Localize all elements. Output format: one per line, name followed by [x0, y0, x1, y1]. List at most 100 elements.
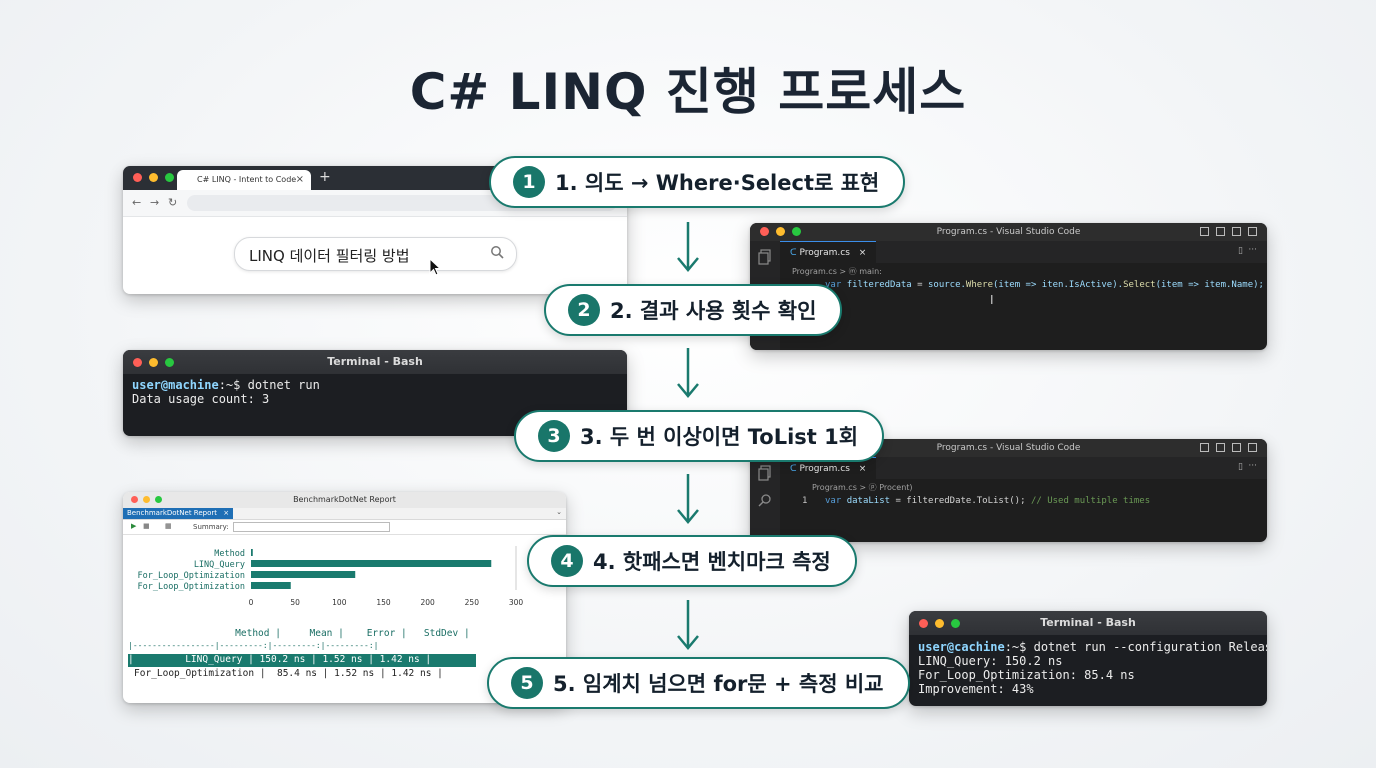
run-icon[interactable]: ▶	[131, 522, 137, 530]
bar	[251, 560, 492, 567]
customize-layout-icon[interactable]	[1248, 443, 1257, 452]
minimize-window-button[interactable]	[776, 227, 785, 236]
close-window-button[interactable]	[133, 358, 142, 367]
x-tick-label: 200	[421, 598, 436, 607]
new-tab-button[interactable]: +	[319, 169, 331, 185]
window-controls	[919, 619, 960, 628]
reload-icon[interactable]: ↻	[168, 196, 178, 209]
toggle-panel-icon[interactable]	[1216, 443, 1225, 452]
step-5-pill: 5 5. 임계치 넘으면 for문 + 측정 비교	[487, 657, 910, 709]
minimize-window-button[interactable]	[935, 619, 944, 628]
customize-layout-icon[interactable]	[1248, 227, 1257, 236]
terminal-output-line: For_Loop_Optimization: 85.4 ns	[918, 668, 1135, 682]
maximize-window-button[interactable]	[951, 619, 960, 628]
toggle-sidebar-icon[interactable]	[1200, 443, 1209, 452]
page-title: C# LINQ 진행 프로세스	[409, 63, 967, 121]
benchmark-title: BenchmarkDotNet Report	[293, 495, 396, 504]
split-editor-icon[interactable]: ▯	[1238, 462, 1243, 472]
stop-icon[interactable]: ■	[143, 522, 150, 530]
window-controls	[133, 358, 174, 367]
step-number-badge: 3	[538, 420, 570, 452]
table-row[interactable]: For_Loop_Optimization | 85.4 ns | 1.52 n…	[134, 668, 443, 679]
tab-label: Program.cs	[799, 464, 850, 474]
close-window-button[interactable]	[131, 496, 138, 503]
editor-tabs: ᑕ Program.cs × ▯ ···	[780, 241, 1267, 264]
maximize-window-button[interactable]	[165, 358, 174, 367]
csharp-file-icon: ᑕ	[790, 464, 800, 474]
search-box[interactable]: LINQ 데이터 필터링 방법	[234, 237, 517, 271]
step-label: 1. 의도 → Where·Select로 표현	[555, 171, 880, 195]
search-icon[interactable]	[490, 245, 504, 259]
close-window-button[interactable]	[133, 173, 142, 182]
close-window-button[interactable]	[919, 619, 928, 628]
bar-label: LINQ_Query	[194, 560, 245, 570]
tab-program-cs[interactable]: ᑕ Program.cs ×	[780, 241, 877, 264]
browser-tab[interactable]: C# LINQ - Intent to Code ×	[177, 170, 311, 190]
benchmark-window: BenchmarkDotNet Report BenchmarkDotNet R…	[123, 492, 566, 703]
toggle-panel-icon[interactable]	[1216, 227, 1225, 236]
x-tick-label: 100	[332, 598, 347, 607]
close-tab-icon[interactable]: ×	[858, 464, 867, 474]
close-window-button[interactable]	[760, 227, 769, 236]
search-input[interactable]: LINQ 데이터 필터링 방법	[249, 247, 410, 265]
more-actions-icon[interactable]: ···	[1248, 245, 1257, 255]
maximize-window-button[interactable]	[792, 227, 801, 236]
terminal-title: Terminal - Bash	[327, 355, 423, 368]
close-tab-icon[interactable]: ×	[295, 174, 304, 185]
x-tick-label: 300	[509, 598, 524, 607]
back-icon[interactable]: ←	[132, 196, 142, 209]
step-number-badge: 5	[511, 667, 543, 699]
vscode-window-2: Program.cs - Visual Studio Code ᑕ Progra…	[750, 439, 1267, 542]
minimize-window-button[interactable]	[143, 496, 150, 503]
bar-label: For_Loop_Optimization	[138, 582, 245, 592]
split-editor-icon[interactable]: ▯	[1238, 246, 1243, 256]
terminal-titlebar: Terminal - Bash	[123, 350, 627, 374]
toggle-secondary-sidebar-icon[interactable]	[1232, 227, 1241, 236]
forward-icon[interactable]: →	[150, 196, 160, 209]
x-tick-label: 150	[376, 598, 391, 607]
minimize-window-button[interactable]	[149, 358, 158, 367]
code-line[interactable]: var filteredData = source.Where(item => …	[825, 280, 1264, 290]
grid-view-icon[interactable]: ▦	[165, 522, 172, 530]
mouse-cursor-icon	[429, 258, 442, 276]
maximize-window-button[interactable]	[165, 173, 174, 182]
toggle-sidebar-icon[interactable]	[1200, 227, 1209, 236]
x-tick-label: 0	[249, 598, 254, 607]
chevron-down-icon[interactable]: ⌄	[556, 508, 562, 516]
close-tab-icon[interactable]: ×	[858, 248, 867, 258]
activity-bar	[750, 457, 780, 542]
step-number-badge: 1	[513, 166, 545, 198]
terminal-output-line: Improvement: 43%	[918, 682, 1034, 696]
explorer-icon[interactable]	[758, 249, 772, 265]
code-line[interactable]: var dataList = filteredDate.ToList(); //…	[825, 496, 1151, 506]
step-label: 5. 임계치 넘으면 for문 + 측정 비교	[553, 672, 884, 696]
search-icon[interactable]	[758, 493, 772, 507]
maximize-window-button[interactable]	[155, 496, 162, 503]
benchmark-bar-chart: MethodLINQ_QueryFor_Loop_OptimizationFor…	[138, 546, 524, 607]
step-number-badge: 2	[568, 294, 600, 326]
csharp-file-icon: ᑕ	[790, 248, 800, 258]
toggle-secondary-sidebar-icon[interactable]	[1232, 443, 1241, 452]
breadcrumb[interactable]: Program.cs > ⓟ Procent)	[812, 483, 913, 492]
benchmark-titlebar: BenchmarkDotNet Report	[123, 492, 566, 509]
more-actions-icon[interactable]: ···	[1248, 461, 1257, 471]
terminal-prompt-line: user@machine:~$ dotnet run	[132, 378, 320, 392]
summary-select[interactable]	[233, 522, 390, 532]
x-tick-label: 250	[465, 598, 480, 607]
summary-label: Summary:	[193, 523, 229, 531]
text-cursor-icon: I	[990, 293, 994, 307]
step-2-pill: 2 2. 결과 사용 횟수 확인	[544, 284, 843, 336]
minimize-window-button[interactable]	[149, 173, 158, 182]
benchmark-toolbar: ▶ ■ ▦ Summary:	[123, 520, 566, 535]
bar	[251, 582, 291, 589]
terminal-titlebar: Terminal - Bash	[909, 611, 1267, 635]
breadcrumb[interactable]: Program.cs > ⓜ main:	[792, 267, 882, 276]
table-row-selected[interactable]	[128, 654, 476, 667]
explorer-icon[interactable]	[758, 465, 772, 481]
benchmark-tab[interactable]: BenchmarkDotNet Report ×	[123, 508, 234, 519]
terminal-window-2: Terminal - Bash user@cachine:~$ dotnet r…	[909, 611, 1267, 706]
step-label: 4. 핫패스면 벤치마크 측정	[593, 550, 831, 574]
step-1-pill: 1 1. 의도 → Where·Select로 표현	[489, 156, 906, 208]
window-controls	[133, 173, 174, 182]
close-tab-icon[interactable]: ×	[223, 509, 230, 517]
